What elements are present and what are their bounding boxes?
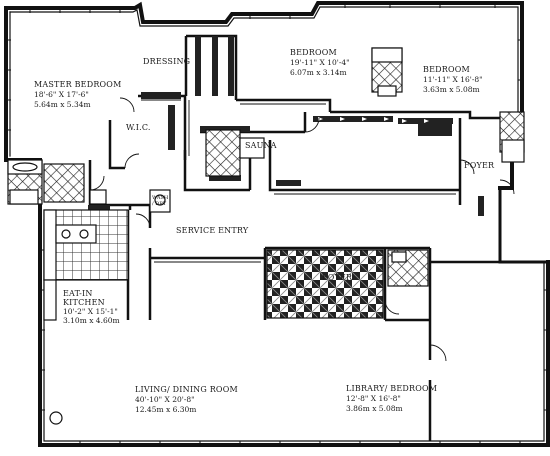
interior-walls [6,34,500,441]
bedroom-1-dim-metric: 6.07m x 3.14m [290,68,347,77]
bedroom-2-dim-imperial: 11'-11" X 16'-8" [423,75,483,84]
service-entry-label: SERVICE ENTRY [176,226,249,235]
bedroom-1-name: BEDROOM [290,48,337,57]
windows [6,3,549,446]
kitchen-counters [43,209,129,321]
kitchen-dim-imperial: 10'-2" X 15'-1" [63,307,118,316]
kitchen-name-2: KITCHEN [63,298,105,307]
foyer-floor [266,249,384,319]
master-bedroom-dim-imperial: 18'-6" X 17'-6" [34,90,89,99]
bedroom-2-dim-metric: 3.63m x 5.08m [423,85,480,94]
bathrooms [7,47,525,287]
library-bedroom-name: LIBRARY/ BEDROOM [346,384,437,393]
living-dining-dim-imperial: 40'-10" X 20'-8" [135,395,195,404]
kitchen-dim-metric: 3.10m x 4.60m [63,316,120,325]
foyer-main-label: FOYER [322,273,353,282]
library-bedroom-dim-imperial: 12'-8" X 16'-8" [346,394,401,403]
wash-dry-label-1: WASH [152,195,169,201]
bedroom-1-dim-imperial: 19'-11" X 10'-4" [290,58,350,67]
sauna-label: SAUNA [245,141,277,150]
column-circle [49,411,63,425]
dressing-label: DRESSING [143,57,190,66]
doors [89,97,515,362]
wic-label: W.I.C. [126,123,151,132]
wash-dry-label-2: / DRY [152,201,167,207]
living-dining-dim-metric: 12.45m x 6.30m [135,405,196,414]
bedroom-2-name: BEDROOM [423,65,470,74]
master-bedroom-name: MASTER BEDROOM [34,80,121,89]
room-labels: MASTER BEDROOM 18'-6" X 17'-6" 5.64m x 5… [34,48,495,414]
living-dining-name: LIVING/ DINING ROOM [135,385,238,394]
closets [88,36,484,216]
library-bedroom-dim-metric: 3.86m x 5.08m [346,404,403,413]
kitchen-name-1: EAT-IN [63,289,93,298]
foyer-east-label: FOYER [464,161,495,170]
master-bedroom-dim-metric: 5.64m x 5.34m [34,100,91,109]
